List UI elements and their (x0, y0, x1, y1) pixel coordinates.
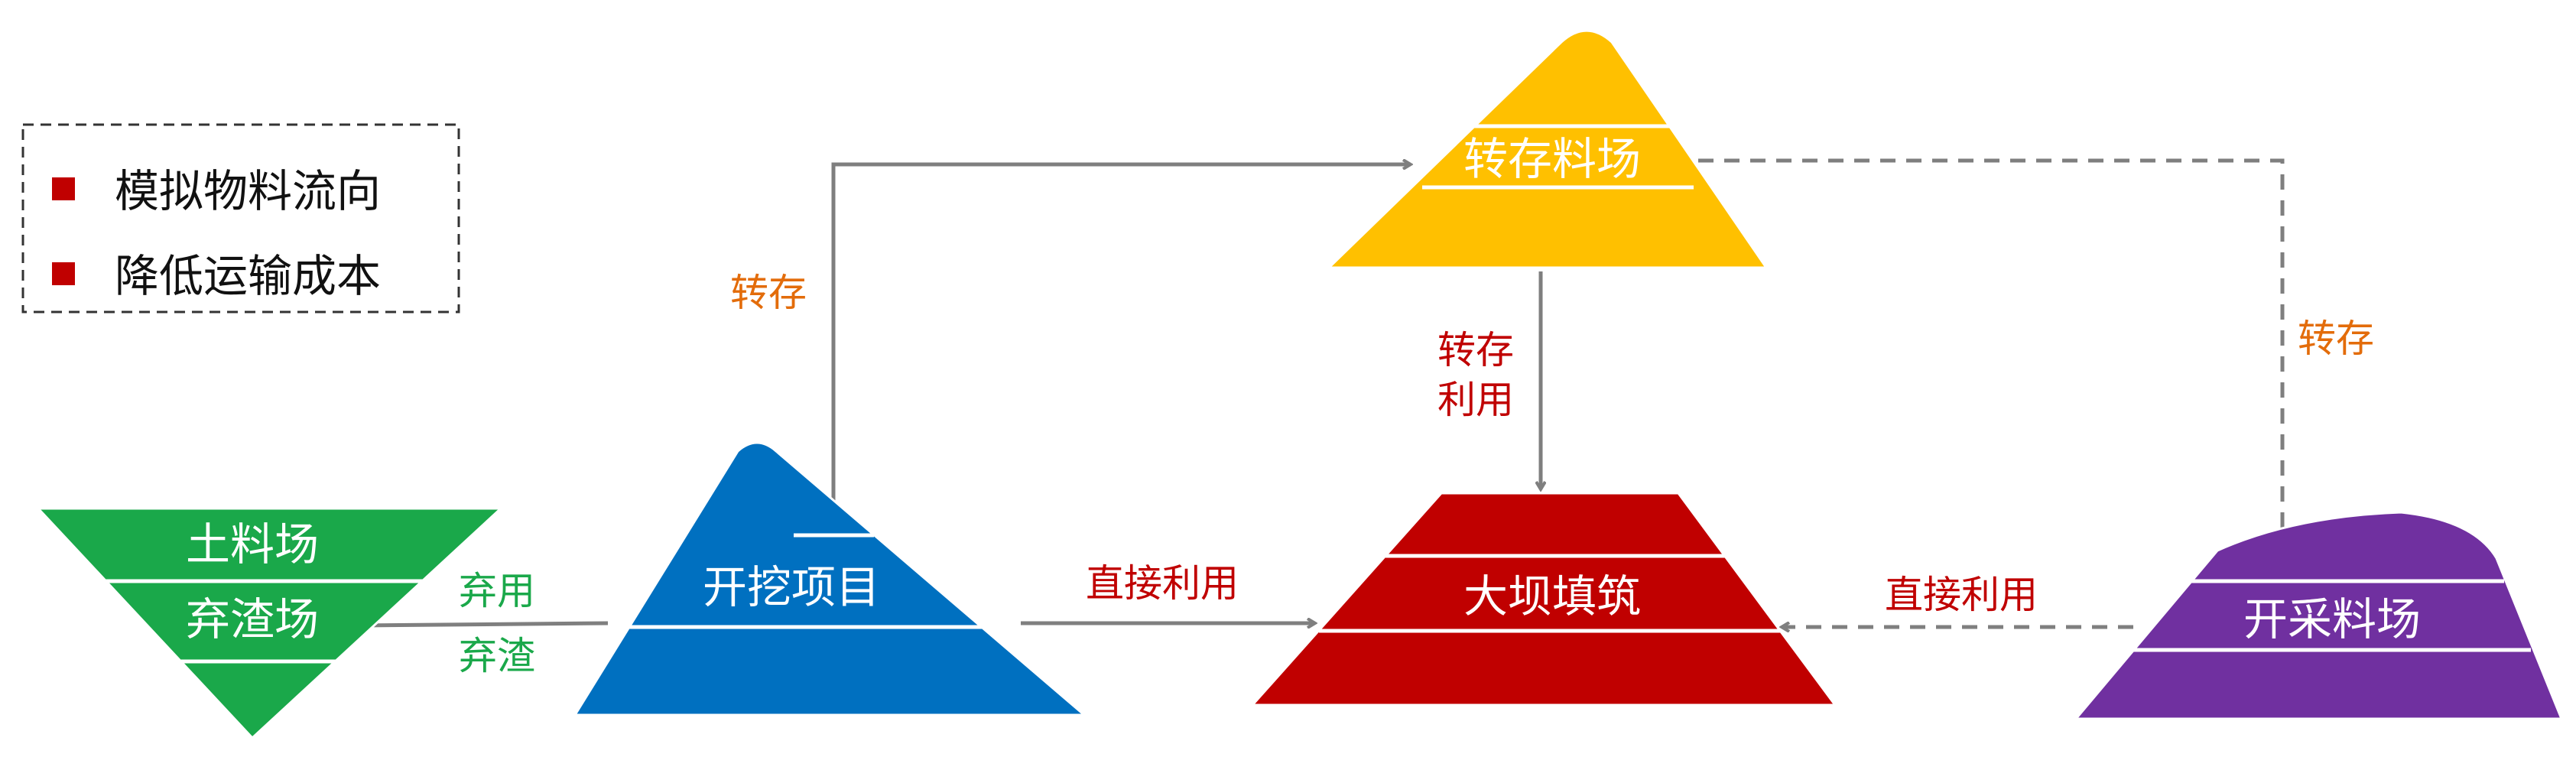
mound-shape (2073, 511, 2564, 720)
pyramid-shape (573, 441, 1088, 716)
connectors (359, 161, 2285, 627)
node-quarry: 开采料场 (2073, 511, 2564, 720)
node-label-excavation: 开挖项目 (703, 561, 880, 613)
legend-item-material-flow: 模拟物料流向 (115, 165, 381, 217)
node-label-quarry: 开采料场 (2243, 593, 2421, 645)
trapezoid-shape (1249, 492, 1837, 707)
arrow-excavation-to-transfer (831, 164, 1411, 512)
node-soil-dump: 土料场 弃渣场 (35, 507, 504, 740)
edge-label-transfer-use-line2: 利用 (1437, 378, 1514, 422)
legend: 模拟物料流向 降低运输成本 (21, 123, 460, 314)
node-label-dam-fill: 大坝填筑 (1463, 570, 1641, 622)
edge-label-transfer-left: 转存 (730, 271, 807, 315)
node-excavation: 开挖项目 (573, 441, 1088, 716)
edge-label-transfer-right: 转存 (2298, 317, 2374, 361)
node-transfer-yard: 转存料场 (1326, 29, 1769, 269)
edge-label-transfer-use-line1: 转存 (1437, 328, 1514, 372)
legend-bullet-icon (52, 177, 75, 200)
pyramid-shape (1326, 29, 1769, 269)
inverted-triangle-shape (35, 507, 504, 740)
edge-label-discard-line2: 弃渣 (459, 634, 535, 678)
node-dam-fill: 大坝填筑 (1249, 492, 1837, 707)
node-label-soil-yard: 土料场 (186, 518, 319, 570)
arrow-quarry-to-transfer (1673, 161, 2285, 528)
node-label-transfer-yard: 转存料场 (1463, 133, 1641, 185)
legend-item-reduce-cost: 降低运输成本 (115, 250, 381, 302)
arrow-excavation-to-dump (359, 623, 609, 625)
node-label-dump-site: 弃渣场 (186, 593, 319, 645)
edge-label-direct-use-right: 直接利用 (1885, 573, 2038, 617)
legend-bullet-icon (52, 262, 75, 285)
legend-box (21, 123, 460, 314)
edge-labels: 转存 转存 转存 利用 直接利用 直接利用 弃用 弃渣 (459, 271, 2374, 678)
edge-label-discard-line1: 弃用 (459, 569, 535, 613)
edge-label-direct-use-left: 直接利用 (1086, 561, 1239, 606)
